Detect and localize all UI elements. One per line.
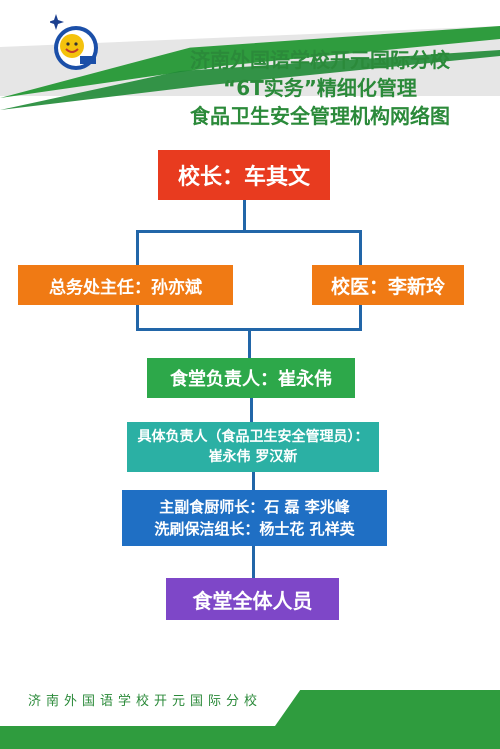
node-principal: 校长：车其文: [158, 150, 330, 200]
node-canteen-head: 食堂负责人：崔永伟: [147, 358, 355, 398]
connector-branch-top: [136, 230, 362, 233]
node-canteen-head-label: 食堂负责人：崔永伟: [170, 369, 332, 390]
connector-to-all-staff: [252, 546, 255, 578]
node-all-staff-label: 食堂全体人员: [192, 588, 313, 613]
node-logistics-director: 总务处主任：孙亦斌: [18, 265, 233, 305]
connector-principal-down: [243, 200, 246, 232]
node-logistics-director-label: 总务处主任：孙亦斌: [49, 277, 202, 298]
connector-to-specific: [250, 398, 253, 422]
diagram-title: 济南外国语学校开元国际分校 “6T实务”精细化管理 食品卫生安全管理机构网络图: [150, 46, 490, 130]
node-all-staff: 食堂全体人员: [166, 578, 339, 620]
footer-band-white: [0, 676, 310, 726]
title-line-1: 济南外国语学校开元国际分校: [190, 48, 450, 72]
node-school-doctor: 校医：李新玲: [312, 265, 464, 305]
node-chefs-line-1: 主副食厨师长：石 磊 李兆峰: [159, 498, 350, 516]
node-principal-label: 校长：车其文: [177, 165, 310, 190]
node-specific-line-1: 具体负责人（食品卫生安全管理员）：: [137, 429, 369, 445]
connector-to-chefs: [252, 472, 255, 490]
node-chefs-line-2: 洗刷保洁组长：杨士花 孔祥英: [154, 520, 355, 538]
connector-to-canteen: [248, 328, 251, 358]
node-school-doctor-label: 校医：李新玲: [330, 275, 445, 298]
node-specific-manager: 具体负责人（食品卫生安全管理员）： 崔永伟 罗汉新: [127, 422, 379, 472]
footer-school-name: 济南外国语学校开元国际分校: [28, 694, 263, 709]
title-line-2: “6T实务”精细化管理: [223, 76, 417, 100]
school-logo: [48, 12, 100, 72]
title-line-3: 食品卫生安全管理机构网络图: [190, 104, 450, 128]
node-specific-line-2: 崔永伟 罗汉新: [208, 449, 298, 465]
node-chefs: 主副食厨师长：石 磊 李兆峰 洗刷保洁组长：杨士花 孔祥英: [122, 490, 387, 546]
